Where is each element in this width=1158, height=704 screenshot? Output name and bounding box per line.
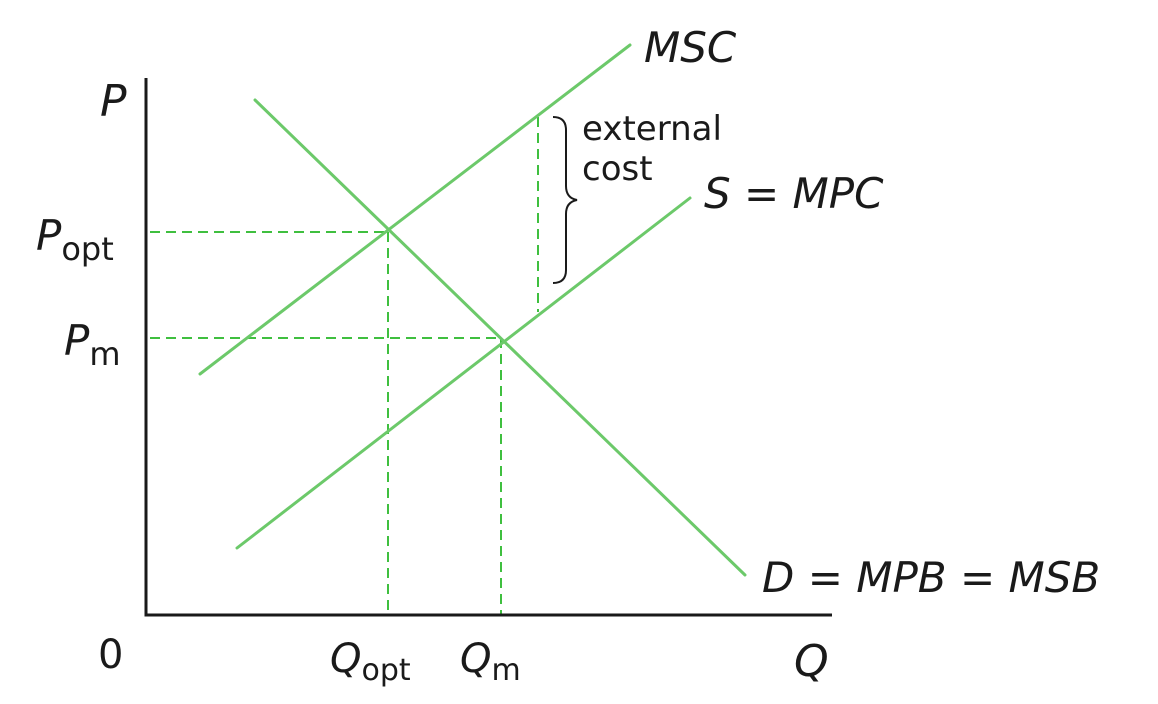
origin-label: 0 [98, 632, 123, 678]
p-opt-label: Popt [36, 211, 114, 268]
q-m-main: Q [460, 636, 491, 682]
external-cost-brace [552, 116, 578, 284]
demand-curve [253, 98, 747, 577]
q-opt-sub: opt [361, 653, 410, 688]
external-cost-line2: cost [582, 149, 653, 189]
p-m-sub: m [89, 335, 120, 373]
q-opt-label: Qopt [330, 636, 411, 688]
supply-curve [235, 196, 692, 550]
q-m-label: Qm [460, 636, 521, 688]
p-m-main: P [64, 316, 90, 365]
p-opt-main: P [36, 211, 62, 260]
msc-label: MSC [644, 23, 737, 72]
supply-label: S = MPC [704, 169, 884, 218]
x-axis-label: Q [794, 636, 829, 687]
p-m-label: Pm [64, 316, 121, 373]
msc-curve [198, 43, 632, 376]
demand-label: D = MPB = MSB [762, 553, 1100, 602]
q-m-sub: m [491, 653, 520, 688]
p-opt-sub: opt [61, 230, 113, 268]
axes [144, 78, 832, 617]
y-axis-label: P [100, 76, 127, 127]
external-cost-line1: external [582, 109, 722, 149]
q-opt-main: Q [330, 636, 361, 682]
